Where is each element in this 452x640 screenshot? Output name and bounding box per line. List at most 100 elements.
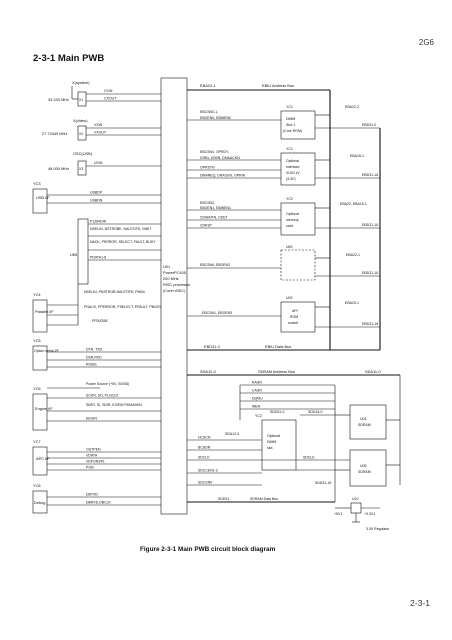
bus-ebd-opt: EBD31-16 <box>362 223 378 227</box>
opt-if-sig-1: EBCSN4, OPRDY, <box>200 150 229 154</box>
osc3-pin-1: UXIN <box>94 161 103 165</box>
rom-box <box>280 301 316 333</box>
bus-sdd-u04: SDD15-0 <box>308 410 322 414</box>
usb-conn: YC3 <box>33 181 41 186</box>
yc1-dimm-box <box>280 110 316 140</box>
opt-if-line-4: (3.3V) <box>286 177 296 181</box>
dimm2-line-2: DIMM <box>267 440 276 444</box>
ctrl-casn: CASN <box>252 389 262 393</box>
u65-sig-4: PDATA1-8 <box>90 256 106 260</box>
rom-line-3: socket <box>288 321 298 325</box>
opt-if-name: YC1 <box>286 147 293 151</box>
cpu-line-1: PowerPC405 <box>163 270 186 275</box>
osc2-freq: 27.74449 MHz <box>42 131 67 136</box>
debug-box <box>32 490 48 514</box>
chapter-ref: 2G6 <box>418 38 434 47</box>
bus-ebiu-data: EBIU Data Bus <box>265 344 291 349</box>
bus-sda: SDA12-0 <box>200 369 217 374</box>
dimm2-line-1: Optional <box>267 434 280 438</box>
bus-ebd-rom: EBD31-16 <box>362 322 378 326</box>
parallel-conn: YC4 <box>33 292 41 297</box>
debug-label: Debug <box>34 500 45 505</box>
reg-vin: +5V1 <box>334 512 342 516</box>
yc2-line-3: card <box>286 224 293 228</box>
dimm2-sig-3: SDCLK <box>198 456 210 460</box>
cpu-box <box>160 77 188 515</box>
rom-name: U03 <box>286 296 292 300</box>
ctrl-dqmu: DQMU <box>252 397 263 401</box>
rom-sig-1: EBCSN1, EBOEN3 <box>202 311 232 315</box>
u65-box <box>77 218 89 285</box>
u04-name: U04 <box>360 417 366 421</box>
engine-label: Engine I/F <box>35 406 53 411</box>
yc2-sig-1: EBCSN2, <box>200 201 215 205</box>
usb-sig-2: USBDN <box>90 199 103 203</box>
yc1-sig-2: EBOEN0, EBWEN0 <box>200 116 231 120</box>
yc2-line-2: memory <box>286 218 299 222</box>
engine-box <box>32 393 48 431</box>
yc2-line-1: Optional <box>286 212 299 216</box>
apc-sig-3: VDFONSPL <box>86 460 105 464</box>
reg-box <box>350 502 362 514</box>
yc1-line-2: Slot-1 <box>286 123 295 127</box>
serial-sig-1: DTR, TXD <box>86 348 103 352</box>
serial-label: Option serial I/F <box>34 349 59 353</box>
osc1-label: X(system) <box>72 80 90 85</box>
usb-box <box>32 188 48 214</box>
apc-sig-4: PON <box>86 466 94 470</box>
usb-label: USB I/F <box>36 195 50 200</box>
dimm2-name: YC2 <box>255 414 262 418</box>
bus-eba-u63: EBA22-1 <box>346 253 360 257</box>
bus-sdram-addr: SDRAM Address Bus <box>258 369 295 374</box>
opt-if-line-2: interface <box>286 165 299 169</box>
parallel-sig-3: PPDATA8 <box>92 319 107 323</box>
ctrl-rasn: RASN <box>252 381 262 385</box>
dimm2-box <box>261 419 297 471</box>
serial-sig-3: RSSEL <box>86 363 98 367</box>
bus-sda-right: SDA11-0 <box>365 369 381 374</box>
osc1-pin-2: CXOUT <box>104 97 117 101</box>
ctrl-wen: WEN <box>252 405 261 409</box>
reg-vout: +3.3V1 <box>364 512 375 516</box>
usb-sig-1: USBDP <box>90 191 103 195</box>
apc-sig-2: VDATA <box>86 454 98 458</box>
u63-box <box>280 249 316 281</box>
dimm2-sig-4: SDCCEN1-2 <box>198 469 218 473</box>
cpu-line-3: RISC processor <box>163 282 191 287</box>
osc2-pin-2: VXOUT <box>94 131 107 135</box>
bus-sdd-cpu: SDD31 <box>218 497 229 501</box>
bus-sdd-u05: SDD31-16 <box>315 481 331 485</box>
cpu-line-4: (Core+ASIC) <box>163 288 186 293</box>
parallel-sig-1: NSELIN, PNSTROB NAUTOFD, PNINI <box>84 290 145 294</box>
osc1-freq: 33.333 MHz <box>48 97 69 102</box>
parallel-label: Parallel I/F <box>35 309 54 314</box>
parallel-sig-2: PNACK, PPERROR, PSELECT, PFAULT, PBUSY <box>84 305 162 309</box>
rom-line-2: ROM <box>290 315 298 319</box>
bus-sdram-data: SDRAM Data Bus <box>250 497 278 501</box>
engine-sig-4: EEGIN <box>86 417 97 421</box>
figure-caption: Figure 2-3-1 Main PWB circuit block diag… <box>140 546 276 553</box>
page-number: 2-3-1 <box>410 598 430 608</box>
yc1-sig-1: EBCSN0-1, <box>200 110 218 114</box>
bus-ebadr: EBA22-1 <box>200 83 216 88</box>
yc2-card-box <box>280 202 316 236</box>
bus-eba-top: EBA22-2 <box>345 105 359 109</box>
engine-conn: YC6 <box>33 386 41 391</box>
u65-name: U65 <box>70 252 77 257</box>
u63-sig-1: EBCSN6, EBOEN2 <box>200 263 230 267</box>
yc1-line-1: DIMM <box>286 117 295 121</box>
reg-label: 3.3V Regulator <box>366 527 390 531</box>
bus-eba-mid: EBA15-1 <box>350 154 364 158</box>
bus-ebd-mid: EBD31-16 <box>362 173 378 177</box>
osc2-crystal <box>77 125 87 141</box>
parallel-box <box>32 299 48 333</box>
rom-line-1: API <box>292 309 298 313</box>
u63-name: U63 <box>286 245 292 249</box>
reg-name: U10 <box>352 497 358 501</box>
bus-sda12: SDA12-0 <box>225 432 239 436</box>
u05-name: U05 <box>360 464 366 468</box>
opt-if-line-3: XUIO-LV <box>286 171 300 175</box>
u65-sig-2: NSELIN, NSTROBE, NAUTOFD, NINIT <box>90 227 152 231</box>
opt-if-sig-3: OPRSTN <box>200 166 215 170</box>
u04-line-1: SDRAM <box>358 423 371 427</box>
